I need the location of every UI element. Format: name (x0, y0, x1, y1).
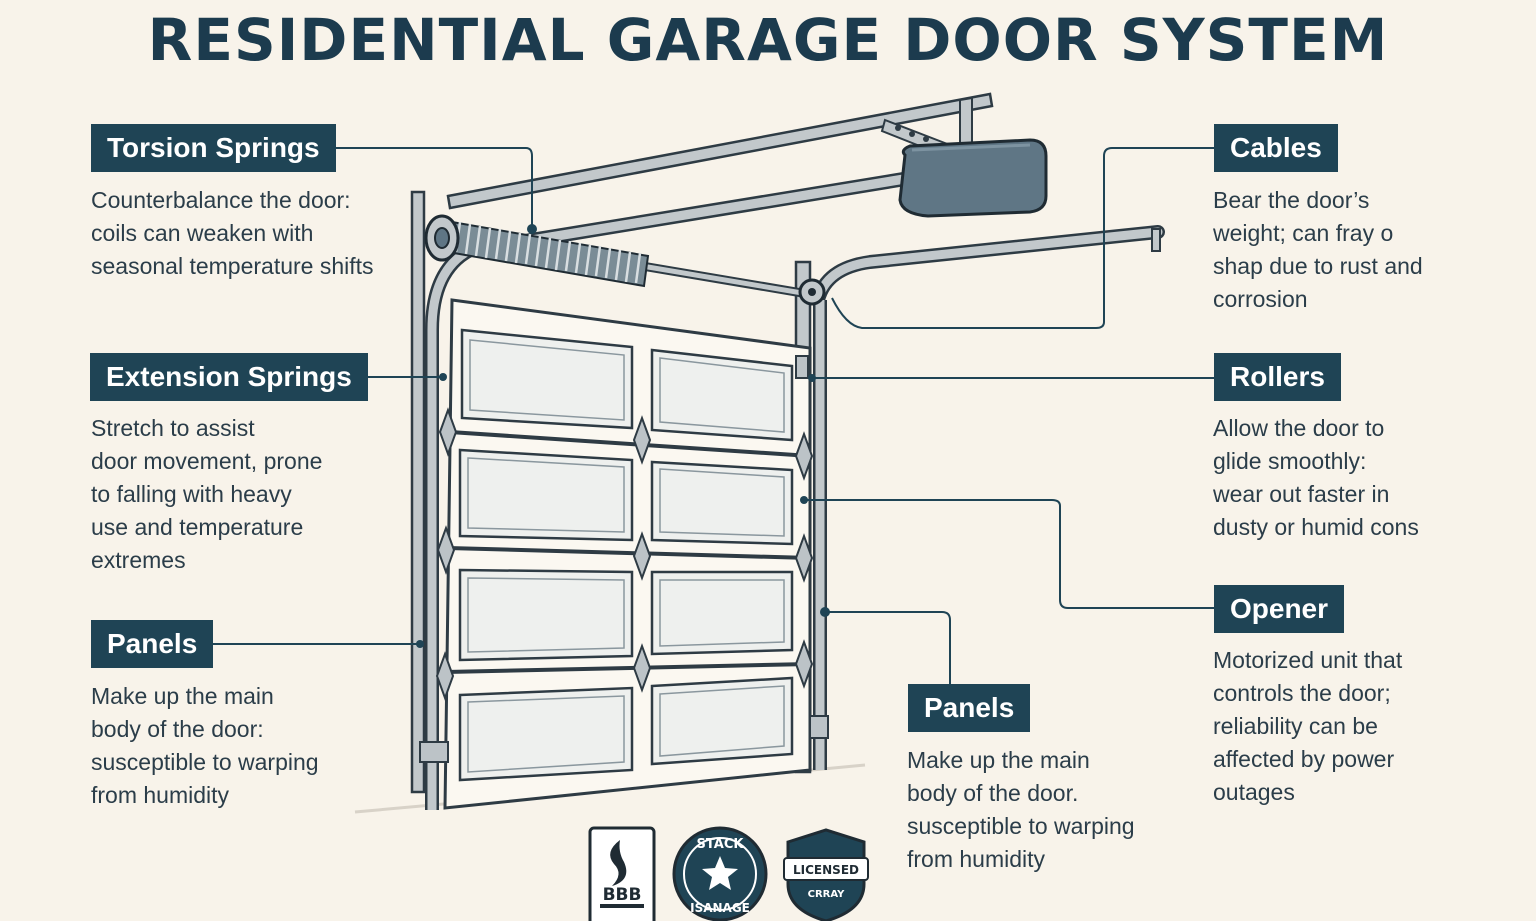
torsion-springs-description: Counterbalance the door: coils can weake… (91, 187, 374, 279)
extension-springs-label: Extension Springs (90, 353, 368, 401)
rollers-description: Allow the door to glide smoothly: wear o… (1213, 415, 1419, 540)
stack-badge-top-text: STACK (697, 837, 745, 852)
cables-label: Cables (1214, 124, 1338, 172)
opener-unit (898, 138, 1048, 218)
bbb-badge: BBB (588, 826, 656, 921)
page-title: RESIDENTIAL GARAGE DOOR SYSTEM (147, 6, 1389, 74)
panels-left-label: Panels (91, 620, 214, 668)
panels-bottom-label: Panels (908, 684, 1031, 732)
door-hinges (419, 355, 829, 763)
opener-description: Motorized unit that controls the door; r… (1213, 647, 1403, 805)
bbb-text: BBB (603, 885, 642, 905)
opener-rail (446, 92, 994, 250)
panels-bottom-description: Make up the main body of the door. susce… (907, 747, 1135, 872)
torsion-spring (424, 214, 826, 306)
panels-left-description: Make up the main body of the door: susce… (91, 683, 319, 808)
leader-dots (416, 224, 830, 648)
opener-label: Opener (1214, 585, 1345, 633)
stack-badge-bottom-text: ISANAGE (690, 901, 750, 915)
leader-lines (213, 147, 1214, 686)
garage-door (443, 298, 812, 810)
extension-springs-description: Stretch to assist door movement, prone t… (91, 415, 323, 573)
licensed-badge: LICENSED CRRAY (783, 828, 869, 921)
stack-badge: STACK ISANAGE (672, 826, 768, 921)
licensed-text: LICENSED (793, 863, 859, 877)
licensed-subtext: CRRAY (808, 889, 846, 900)
cables-description: Bear the door’s weight; can fray o shap … (1213, 187, 1423, 312)
torsion-springs-label: Torsion Springs (91, 124, 336, 172)
rollers-label: Rollers (1214, 353, 1341, 401)
